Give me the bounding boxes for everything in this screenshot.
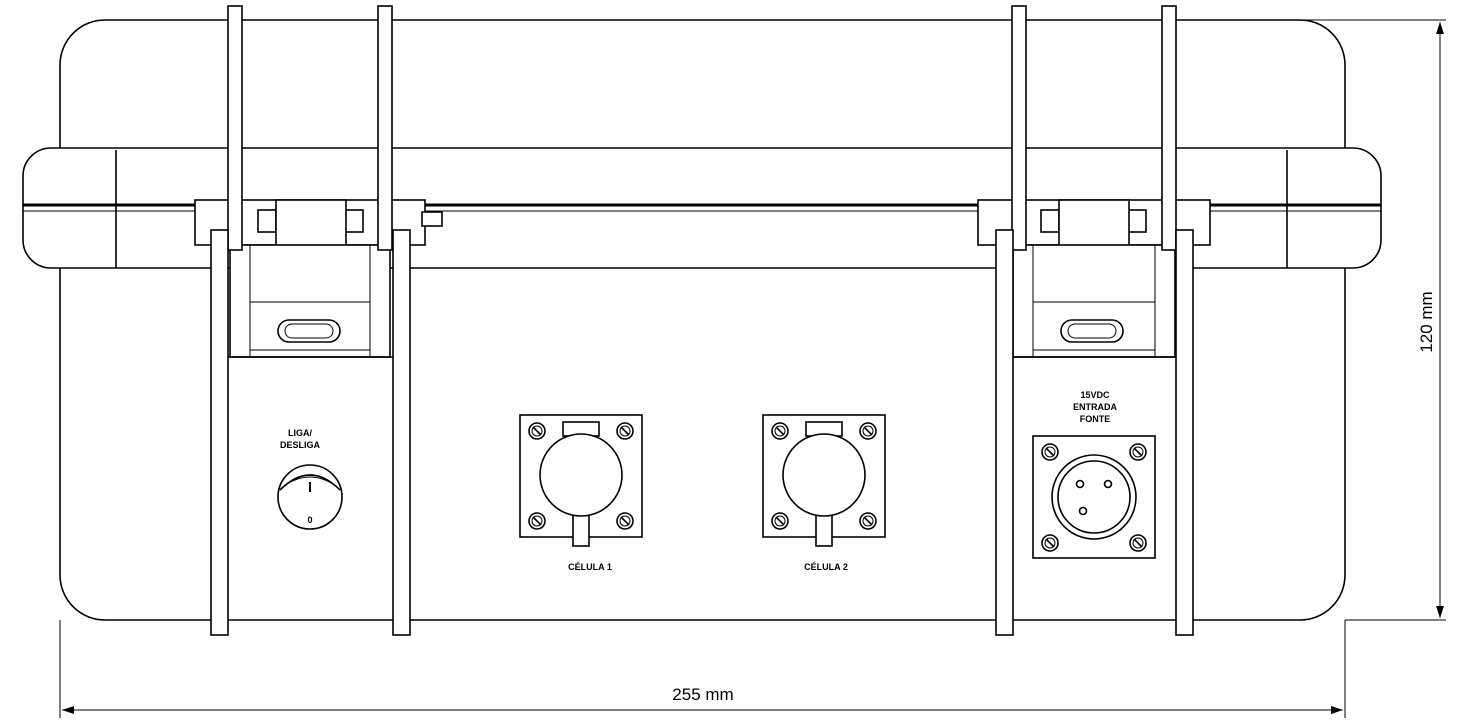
power-connector[interactable] bbox=[1032, 435, 1156, 559]
pin-icon bbox=[1075, 479, 1085, 489]
height-label: 120 mm bbox=[1417, 291, 1436, 352]
power-label-line2: ENTRADA bbox=[1073, 402, 1117, 412]
screw-icon bbox=[528, 422, 546, 440]
height-dimension: 120 mm bbox=[1300, 19, 1446, 621]
power-input-panel: 15VDC ENTRADA FONTE bbox=[1013, 356, 1176, 559]
screw-icon bbox=[616, 422, 634, 440]
screw-icon bbox=[1041, 443, 1059, 461]
cell-1-label: CÉLULA 1 bbox=[568, 562, 612, 572]
cell-2-label: CÉLULA 2 bbox=[804, 562, 848, 572]
switch-zero-label: 0 bbox=[307, 515, 312, 525]
screw-icon bbox=[1129, 443, 1147, 461]
pin-icon bbox=[1078, 506, 1088, 516]
screw-icon bbox=[1041, 534, 1059, 552]
screw-icon bbox=[771, 422, 789, 440]
switch-label-line1: LIGA/ bbox=[288, 428, 312, 438]
pin-icon bbox=[1103, 479, 1113, 489]
screw-icon bbox=[859, 512, 877, 530]
rotary-switch[interactable] bbox=[277, 464, 343, 530]
power-label-line1: 15VDC bbox=[1080, 390, 1110, 400]
width-dimension: 255 mm bbox=[59, 620, 1346, 718]
screw-icon bbox=[1129, 534, 1147, 552]
power-label-line3: FONTE bbox=[1080, 414, 1111, 424]
screw-icon bbox=[859, 422, 877, 440]
screw-icon bbox=[528, 512, 546, 530]
cell-2-connector[interactable]: CÉLULA 2 bbox=[762, 414, 886, 572]
switch-label-line2: DESLIGA bbox=[280, 440, 321, 450]
width-label: 255 mm bbox=[672, 685, 733, 704]
screw-icon bbox=[771, 512, 789, 530]
screw-icon bbox=[616, 512, 634, 530]
right-latch bbox=[977, 5, 1211, 636]
power-switch-panel: LIGA/ DESLIGA 0 bbox=[228, 356, 393, 530]
left-latch bbox=[194, 5, 443, 636]
cell-1-connector[interactable]: CÉLULA 1 bbox=[519, 414, 643, 572]
